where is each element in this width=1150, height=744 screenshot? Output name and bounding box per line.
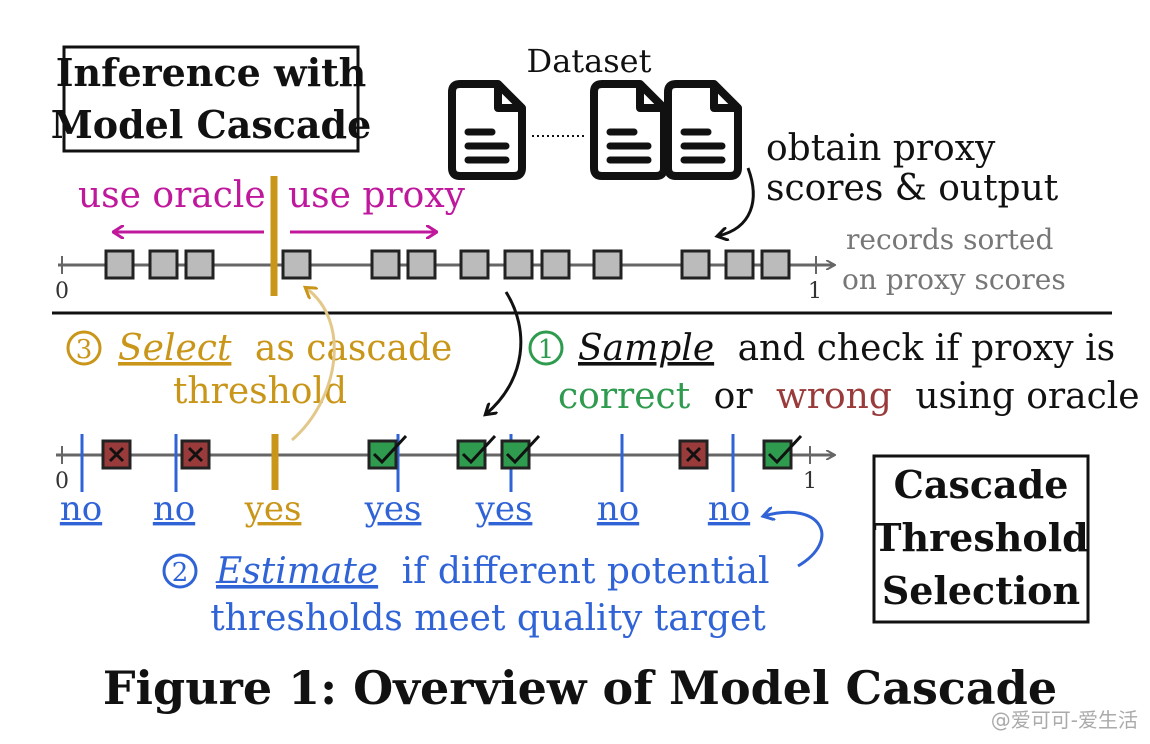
record (680, 249, 711, 280)
document-icon (448, 80, 526, 180)
document-icon (590, 80, 668, 180)
step2-line-1: Estimate if different potential (215, 551, 770, 592)
threshold-label-no: no (708, 489, 750, 529)
selection-line-2: Threshold (873, 515, 1088, 560)
select-arrow (291, 288, 336, 442)
record (592, 249, 623, 280)
threshold-label-yes: yes (475, 489, 533, 529)
step1-line-2: correct or wrong using oracle (558, 376, 1140, 417)
title-box (62, 45, 360, 153)
record (540, 249, 571, 280)
use-oracle-label: use oracle (78, 175, 266, 216)
record (406, 249, 437, 280)
step2-number: 2 (172, 558, 189, 588)
obtain-arrow (718, 167, 755, 236)
step1-number-circle (528, 330, 564, 366)
record (281, 249, 312, 280)
record (184, 249, 215, 280)
title-line-1: Inference with (56, 50, 367, 95)
record (104, 249, 135, 280)
record (503, 249, 534, 280)
wrong-record (101, 439, 132, 470)
record (724, 249, 755, 280)
step3-select: Select (118, 328, 232, 369)
record (148, 249, 179, 280)
correct-record (762, 434, 803, 470)
step1-or: or (714, 376, 754, 417)
estimate-arrow (764, 512, 824, 568)
step1-sample: Sample (578, 328, 714, 369)
title-line-2: Model Cascade (51, 102, 372, 147)
step3-number: 3 (76, 335, 93, 365)
threshold-label-no: no (597, 489, 639, 529)
step1-using: using oracle (915, 376, 1139, 417)
bottom-axis-min: 0 (55, 469, 69, 494)
candidate-thresholds (80, 434, 735, 492)
step2-estimate: Estimate (215, 551, 378, 592)
step1-rest: and check if proxy is (738, 328, 1116, 369)
threshold-label-no: no (153, 489, 195, 529)
step2-line-2: thresholds meet quality target (210, 598, 766, 639)
obtain-line-2: scores & output (766, 168, 1059, 209)
correct-record (456, 434, 497, 470)
step1-number: 1 (538, 335, 555, 365)
dataset-label: Dataset (527, 42, 652, 80)
sorted-line-1: records sorted (846, 223, 1054, 256)
selection-line-1: Cascade (894, 462, 1069, 507)
figure-caption: Figure 1: Overview of Model Cascade (103, 661, 1057, 715)
bottom-axis-max: 1 (803, 469, 817, 494)
step2-rest: if different potential (402, 551, 770, 592)
step2-number-circle (162, 553, 198, 589)
record (370, 249, 401, 280)
threshold-label-yes: yes (364, 489, 422, 529)
obtain-line-1: obtain proxy (766, 128, 996, 169)
selection-box (872, 454, 1090, 624)
watermark: @爱可可-爱生活 (991, 708, 1138, 732)
threshold-label-no: no (60, 489, 102, 529)
selection-line-3: Selection (882, 568, 1080, 613)
threshold-label-yes: yes (244, 489, 302, 529)
top-axis-min: 0 (55, 279, 69, 304)
correct-record (367, 434, 408, 470)
wrong-record (180, 439, 211, 470)
use-proxy-label: use proxy (288, 175, 466, 216)
document-icon (664, 80, 742, 180)
step1-line-1: Sample and check if proxy is (578, 328, 1115, 369)
sample-arrow (486, 291, 523, 414)
record (459, 249, 490, 280)
step3-number-circle (66, 330, 102, 366)
wrong-record (678, 439, 709, 470)
step3-rest: as cascade (255, 328, 452, 369)
step1-correct: correct (558, 376, 691, 417)
correct-record (500, 434, 541, 470)
top-records (104, 249, 791, 280)
step3-line-2: threshold (173, 371, 347, 412)
record (760, 249, 791, 280)
step1-wrong: wrong (776, 376, 892, 417)
step3-line-1: Select as cascade (118, 328, 452, 369)
top-axis-max: 1 (808, 279, 822, 304)
sorted-line-2: on proxy scores (842, 263, 1066, 296)
